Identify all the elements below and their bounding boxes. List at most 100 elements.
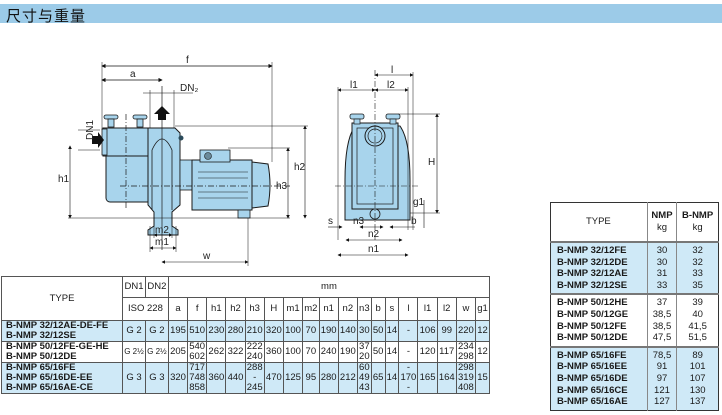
value-cell-g1: 12	[475, 320, 490, 342]
dim-label-H: H	[428, 157, 435, 168]
value-cell-n1: 190	[318, 320, 339, 342]
value-cell-h1: 262	[206, 341, 227, 363]
dn2-cell: G 2½	[144, 341, 169, 363]
value-cell-h2: 280	[225, 320, 246, 342]
volute-casing	[147, 127, 184, 236]
value-cell-n2: 140	[337, 320, 358, 342]
value-cell-h1: 360	[206, 362, 227, 394]
value-cell-l: -170-	[398, 362, 419, 394]
value-cell-s: 14	[384, 341, 400, 363]
value-cell-l2: 164	[436, 362, 457, 394]
column-header-h2: h2	[225, 297, 246, 321]
value-cell-m1: 125	[282, 362, 304, 394]
column-header-b: b	[370, 297, 386, 321]
value-cell-a: 195	[167, 320, 189, 342]
dim-label-l: l	[391, 65, 393, 76]
dn1-cell: G 2	[122, 320, 146, 342]
dn2-header: DN2	[144, 276, 169, 298]
dim-label-dn2: DN₂	[180, 83, 198, 94]
dim-label-a: a	[130, 69, 136, 80]
column-header-s: s	[384, 297, 400, 321]
value-cell-a: 205	[167, 341, 189, 363]
value-cell-l2: 117	[436, 341, 457, 363]
side-view: f a DN₂ DN1 h1 h2 h3 m2 m1	[58, 55, 308, 266]
inlet-arrow-icon	[92, 132, 104, 148]
value-cell-g1: 12	[475, 341, 490, 363]
column-header-g1: g1	[475, 297, 490, 321]
value-cell-m2: 70	[302, 320, 320, 342]
motor	[191, 149, 271, 219]
dim-label-l1: l1	[350, 80, 358, 91]
dn2-cell: G 2	[144, 320, 169, 342]
iso-label: ISO 228	[122, 297, 169, 321]
value-cell-l: -	[398, 320, 419, 342]
value-cell-h3: 210	[244, 320, 265, 342]
bnmp-header-label: B-NMP	[682, 210, 714, 222]
outlet-arrow-icon	[154, 106, 170, 120]
section-title-bar: 尺寸与重量	[0, 4, 722, 25]
column-header-n1: n1	[318, 297, 339, 321]
value-cell-m2: 95	[302, 362, 320, 394]
bracket	[179, 159, 193, 191]
dim-label-s: s	[328, 216, 333, 227]
front-view: l l1 l2 H g1 s n3 b n2 n1	[328, 65, 440, 257]
value-cell-b: 50	[370, 320, 386, 342]
value-cell-H: 360	[263, 341, 284, 363]
column-header-h1: h1	[206, 297, 227, 321]
column-header-n3: n3	[356, 297, 372, 321]
dim-label-b: b	[411, 216, 417, 227]
value-cell-s: 14	[384, 362, 400, 394]
value-cell-s: 14	[384, 320, 400, 342]
value-cell-m2: 70	[302, 341, 320, 363]
column-header-h3: h3	[244, 297, 265, 321]
value-cell-b: 50	[370, 341, 386, 363]
column-header-f: f	[187, 297, 208, 321]
value-cell-l1: 165	[417, 362, 438, 394]
dim-label-n1: n1	[368, 244, 380, 255]
value-cell-h2: 322	[225, 341, 246, 363]
dn1-header: DN1	[122, 276, 146, 298]
value-cell-H: 470	[263, 362, 284, 394]
pump-dimension-drawing: f a DN₂ DN1 h1 h2 h3 m2 m1	[58, 55, 440, 266]
value-cell-m1: 100	[282, 320, 304, 342]
value-cell-h3: 288-245	[244, 362, 265, 394]
dim-label-n2: n2	[368, 229, 380, 240]
value-cell-l2: 99	[436, 320, 457, 342]
dim-label-h3: h3	[276, 181, 288, 192]
type-header: TYPE	[550, 202, 648, 243]
dim-label-n3: n3	[353, 216, 365, 227]
value-cell-a: 320	[167, 362, 189, 394]
value-cell-n2: 212	[337, 362, 358, 394]
dim-label-h2: h2	[294, 162, 306, 173]
value-cell-l1: 106	[417, 320, 438, 342]
dn1-cell: G 3	[122, 362, 146, 394]
section-title: 尺寸与重量	[6, 7, 87, 25]
column-header-w: w	[455, 297, 477, 321]
column-header-n2: n2	[337, 297, 358, 321]
column-header-l2: l2	[436, 297, 457, 321]
column-header-l1: l1	[417, 297, 438, 321]
unit-header: mm	[167, 276, 491, 298]
dn2-cell: G 3	[144, 362, 169, 394]
